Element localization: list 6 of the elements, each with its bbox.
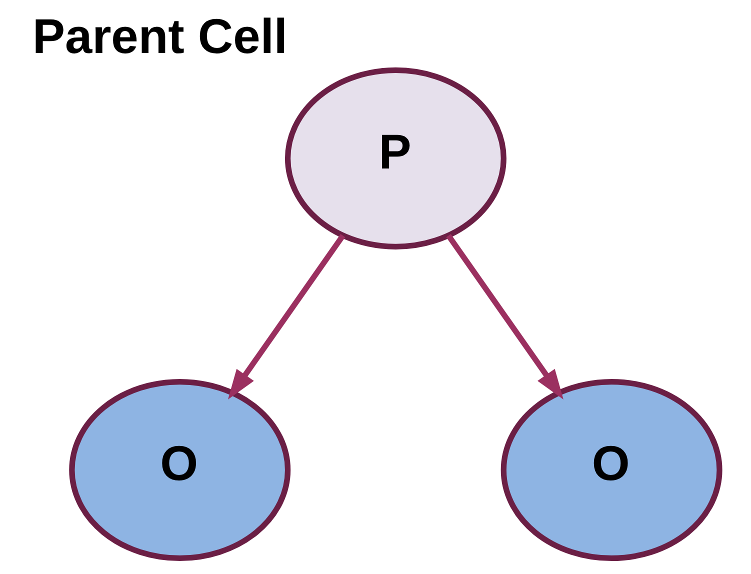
node-label: Parent Cell bbox=[32, 10, 287, 64]
arrow bbox=[227, 234, 345, 400]
node-ellipse: P bbox=[284, 67, 506, 250]
node-ellipse: O bbox=[68, 378, 290, 562]
arrow bbox=[446, 234, 563, 400]
node-ellipse: O bbox=[500, 378, 722, 562]
